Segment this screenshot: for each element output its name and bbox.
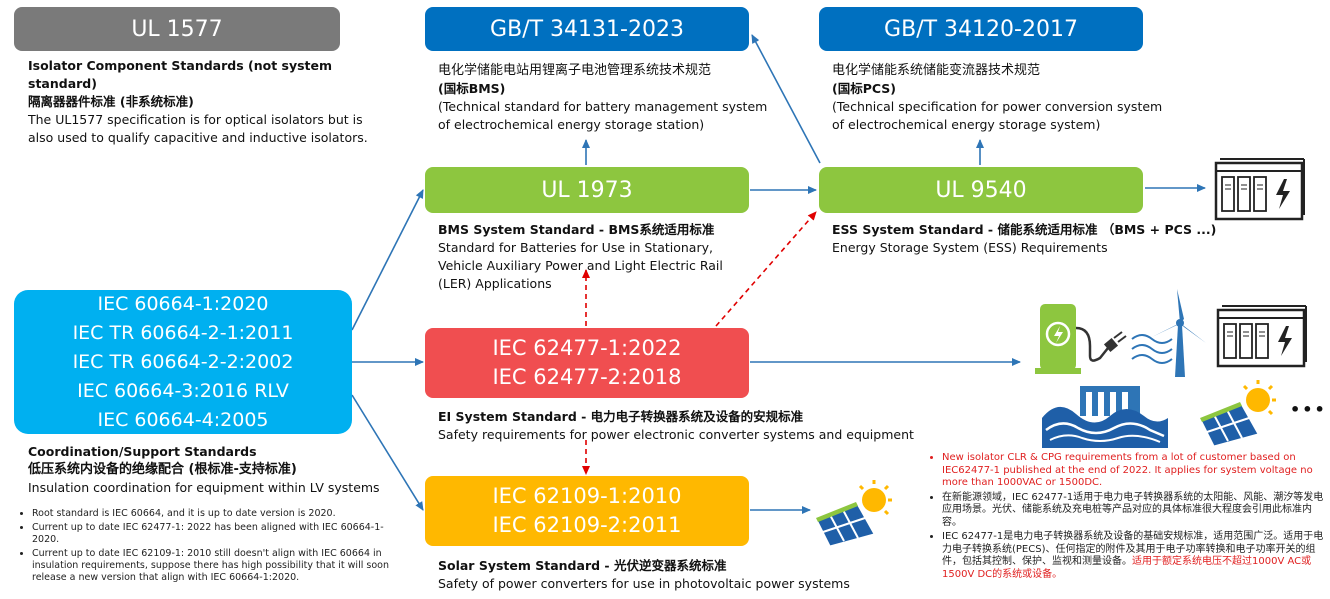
ul9540-desc: Energy Storage System (ESS) Requirements — [832, 240, 1108, 255]
ul1577-box: UL 1577 — [14, 7, 340, 51]
gb34131-box: GB/T 34131-2023 — [425, 7, 749, 51]
solar-panel-icon — [1199, 380, 1276, 447]
tidal-wave-icon — [1042, 386, 1168, 448]
ul1577-desc: The UL1577 specification is for optical … — [28, 112, 368, 145]
ul1577-description: Isolator Component Standards (not system… — [28, 57, 373, 147]
iec62477-box: IEC 62477-1:2022 IEC 62477-2:2018 — [425, 328, 749, 398]
gb34131-cn-short: (国标BMS) — [438, 81, 506, 96]
iec62477-heading-en: EI System Standard - — [438, 409, 591, 424]
gb34120-title: GB/T 34120-2017 — [884, 16, 1078, 42]
iec62477-desc: Safety requirements for power electronic… — [438, 427, 914, 442]
iec60664-notes: Root standard is IEC 60664, and it is up… — [22, 508, 407, 586]
iec62477-description: EI System Standard - 电力电子转换器系统及设备的安规标准 S… — [438, 408, 938, 444]
gb34120-box: GB/T 34120-2017 — [819, 7, 1143, 51]
ul9540-heading-tail: （BMS + PCS ...) — [1097, 222, 1217, 237]
ul1973-heading-cn: BMS系统适用标准 — [608, 222, 715, 237]
iec60664-line-2: IEC TR 60664-2-1:2011 — [72, 321, 294, 344]
iec62109-heading-cn: 光伏逆变器系统标准 — [613, 558, 727, 573]
gb34120-cn-short: (国标PCS) — [832, 81, 896, 96]
ul1577-title: UL 1577 — [131, 16, 223, 42]
iec62109-description: Solar System Standard - 光伏逆变器系统标准 Safety… — [438, 557, 898, 593]
solar-panel-icon — [815, 480, 892, 547]
ul1577-heading-cn: 隔离器器件标准 (非系统标准) — [28, 94, 194, 109]
more-applications-ellipsis: ••• — [1290, 400, 1327, 419]
iec60664-description: Coordination/Support Standards 低压系统内设备的绝… — [28, 443, 398, 497]
arrow-iec60664-to-ul1973 — [351, 189, 424, 331]
iec60664-line-4: IEC 60664-3:2016 RLV — [77, 379, 289, 402]
right-note-2: 在新能源领域，IEC 62477-1适用于电力电子转换器系统的太阳能、风能、潮汐… — [942, 492, 1324, 530]
ev-charger-icon — [1035, 304, 1127, 374]
gb34120-description: 电化学储能系统储能变流器技术规范 (国标PCS) (Technical spec… — [832, 62, 1172, 134]
gb34120-en: (Technical specification for power conve… — [832, 99, 1163, 132]
iec62477-line-2: IEC 62477-2:2018 — [492, 365, 682, 389]
ul1973-box: UL 1973 — [425, 167, 749, 213]
gb34131-description: 电化学储能电站用锂离子电池管理系统技术规范 (国标BMS) (Technical… — [438, 62, 768, 134]
right-note-3-black: IEC 62477-1是电力电子转换器系统及设备的基础安规标准，适用范围广泛。适… — [942, 531, 1324, 567]
ul1973-title: UL 1973 — [541, 177, 633, 203]
iec60664-note-1: Root standard is IEC 60664, and it is up… — [32, 508, 407, 520]
ess-cabinet-icon — [1216, 305, 1307, 368]
ul9540-box: UL 9540 — [819, 167, 1143, 213]
gb34120-cn: 电化学储能系统储能变流器技术规范 — [832, 63, 1041, 78]
iec62477-heading-cn: 电力电子转换器系统及设备的安规标准 — [590, 409, 804, 424]
right-note-3-red: 适用于额定系统电压不超过1000V AC或1500V DC的系统或设备。 — [942, 556, 1312, 580]
ul1973-description: BMS System Standard - BMS系统适用标准 Standard… — [438, 221, 738, 293]
ul1973-desc: Standard for Batteries for Use in Statio… — [438, 240, 723, 291]
wind-turbine-icon — [1131, 289, 1206, 377]
iec62109-line-2: IEC 62109-2:2011 — [492, 513, 682, 537]
iec62477-line-1: IEC 62477-1:2022 — [492, 336, 682, 360]
iec62109-box: IEC 62109-1:2010 IEC 62109-2:2011 — [425, 476, 749, 546]
ul9540-heading-en: ESS System Standard - — [832, 222, 998, 237]
arrow-iec60664-to-iec62109 — [351, 394, 424, 511]
ul9540-title: UL 9540 — [935, 177, 1027, 203]
ess-cabinet-icon — [1214, 158, 1305, 221]
iec62109-heading-en: Solar System Standard - — [438, 558, 614, 573]
right-notes: New isolator CLR & CPG requirements from… — [932, 452, 1324, 583]
iec60664-line-5: IEC 60664-4:2005 — [97, 408, 269, 431]
gb34131-en: (Technical standard for battery manageme… — [438, 99, 768, 132]
iec60664-desc: Insulation coordination for equipment wi… — [28, 480, 380, 495]
ul1973-heading-en: BMS System Standard - — [438, 222, 609, 237]
gb34131-title: GB/T 34131-2023 — [490, 16, 684, 42]
iec62109-desc: Safety of power converters for use in ph… — [438, 576, 850, 591]
iec60664-line-3: IEC TR 60664-2-2:2002 — [72, 350, 294, 373]
arrow-iec62477-to-ul9540-dashed — [715, 211, 817, 327]
ul9540-heading-cn: 储能系统适用标准 — [997, 222, 1098, 237]
ul9540-description: ESS System Standard - 储能系统适用标准 （BMS + PC… — [832, 221, 1252, 257]
right-note-3: IEC 62477-1是电力电子转换器系统及设备的基础安规标准，适用范围广泛。适… — [942, 531, 1324, 581]
iec60664-note-2: Current up to date IEC 62477-1: 2022 has… — [32, 522, 407, 546]
arrow-ul9540-to-gb34131 — [751, 34, 821, 164]
ul1577-heading-en: Isolator Component Standards (not system… — [28, 58, 333, 91]
iec60664-line-1: IEC 60664-1:2020 — [97, 292, 269, 315]
gb34131-cn: 电化学储能电站用锂离子电池管理系统技术规范 — [438, 63, 712, 78]
iec60664-note-3: Current up to date IEC 62109-1: 2010 sti… — [32, 548, 407, 584]
iec60664-heading-cn: 低压系统内设备的绝缘配合 (根标准-支持标准) — [28, 462, 297, 477]
right-note-1: New isolator CLR & CPG requirements from… — [942, 452, 1324, 490]
iec60664-box: IEC 60664-1:2020 IEC TR 60664-2-1:2011 I… — [14, 290, 352, 434]
iec62109-line-1: IEC 62109-1:2010 — [492, 484, 682, 508]
iec60664-heading-en: Coordination/Support Standards — [28, 444, 257, 459]
